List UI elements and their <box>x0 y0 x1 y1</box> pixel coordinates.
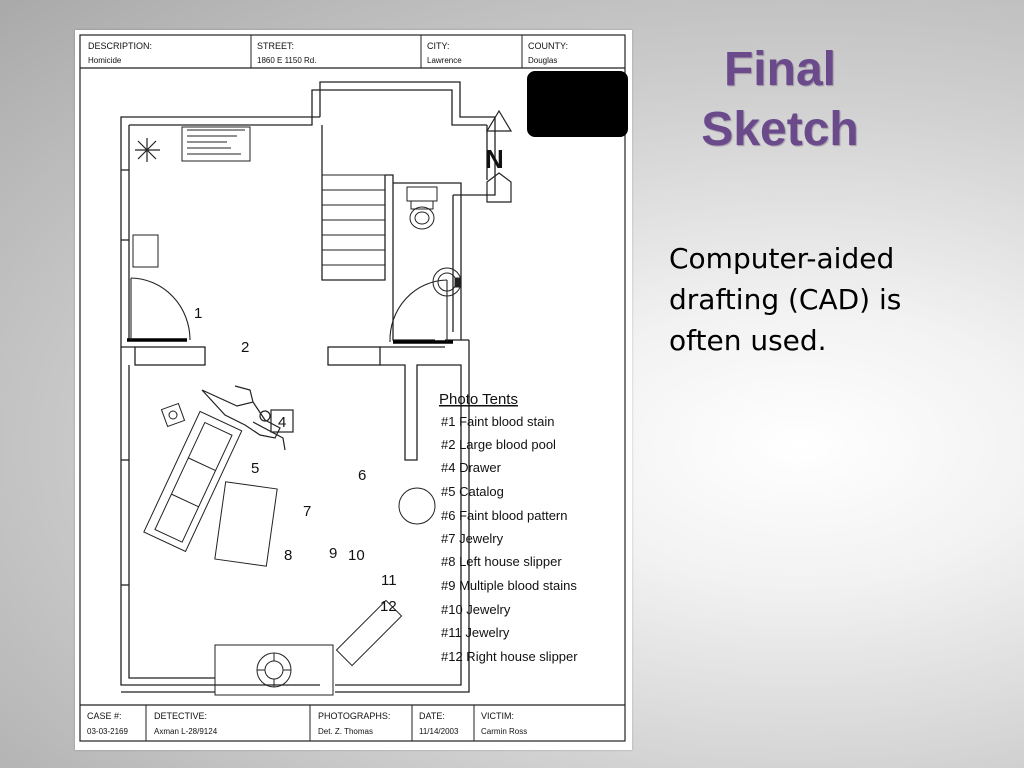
door-sills <box>127 338 453 344</box>
victim-label: VICTIM: <box>481 711 514 721</box>
marker-12: 12 <box>380 598 397 615</box>
legend-title: Photo Tents <box>439 391 518 408</box>
legend-item: #12 Right house slipper <box>441 649 578 664</box>
detective-value: Axman L-28/9124 <box>154 727 218 736</box>
detective-label: DETECTIVE: <box>154 711 207 721</box>
victim-outline <box>201 385 286 451</box>
legend-item: #8 Left house slipper <box>441 554 562 569</box>
slide-title: Final Sketch <box>640 40 920 160</box>
lower-room-furniture <box>143 402 436 696</box>
sheet-border <box>79 34 626 742</box>
legend-item: #10 Jewelry <box>441 602 511 617</box>
legend-item: #1 Faint blood stain <box>441 414 554 429</box>
victim-value: Carmin Ross <box>481 727 527 736</box>
county-value: Douglas <box>528 56 557 65</box>
stairs <box>322 174 385 266</box>
floor-plan-svg: DESCRIPTION: Homicide STREET: 1860 E 115… <box>79 34 626 742</box>
marker-6: 6 <box>358 467 366 484</box>
photo-tents-legend: Photo Tents #1 Faint blood stain #2 Larg… <box>439 391 578 664</box>
photo-tent-markers: 1 2 4 5 6 7 8 9 10 11 12 <box>194 305 397 615</box>
city-label: CITY: <box>427 41 450 51</box>
marker-4-box <box>270 409 294 433</box>
case-label: CASE #: <box>87 711 122 721</box>
marker-4: 4 <box>278 414 286 431</box>
legend-item: #2 Large blood pool <box>441 437 556 452</box>
photographs-label: PHOTOGRAPHS: <box>318 711 390 721</box>
marker-10: 10 <box>348 547 365 564</box>
crime-scene-sketch: DESCRIPTION: Homicide STREET: 1860 E 115… <box>75 30 632 750</box>
description-label: DESCRIPTION: <box>88 41 152 51</box>
slide-title-line: Final <box>723 43 836 96</box>
date-value: 11/14/2003 <box>419 727 459 736</box>
upper-room-fixtures <box>132 126 251 268</box>
marker-2: 2 <box>241 339 249 356</box>
legend-item: #5 Catalog <box>441 484 504 499</box>
marker-11: 11 <box>381 572 397 589</box>
header-block: DESCRIPTION: Homicide STREET: 1860 E 115… <box>80 35 625 69</box>
body-line: drafting (CAD) is <box>669 283 902 316</box>
footer-block: CASE #: 03-03-2169 DETECTIVE: Axman L-28… <box>80 704 625 741</box>
date-label: DATE: <box>419 711 445 721</box>
legend-item: #11 Jewelry <box>441 625 510 640</box>
slide-title-line: Sketch <box>701 103 859 156</box>
city-value: Lawrence <box>427 56 462 65</box>
photographs-value: Det. Z. Thomas <box>318 727 373 736</box>
case-value: 03-03-2169 <box>87 727 128 736</box>
street-value: 1860 E 1150 Rd. <box>257 56 316 65</box>
compass-north-label: N <box>485 144 504 174</box>
marker-8: 8 <box>284 547 292 564</box>
slide-body-text: Computer-aided drafting (CAD) is often u… <box>669 238 969 361</box>
description-value: Homicide <box>88 56 122 65</box>
marker-7: 7 <box>303 503 311 520</box>
street-label: STREET: <box>257 41 294 51</box>
legend-item: #7 Jewelry <box>441 531 504 546</box>
body-line: often used. <box>669 324 827 357</box>
legend-item: #9 Multiple blood stains <box>441 578 577 593</box>
doors <box>130 277 448 343</box>
compass-icon: N <box>485 109 513 203</box>
legend-item: #6 Faint blood pattern <box>441 508 567 523</box>
bathroom-fixtures <box>406 186 462 297</box>
redaction-box <box>527 71 628 137</box>
marker-9: 9 <box>329 545 337 562</box>
walls <box>120 81 496 693</box>
county-label: COUNTY: <box>528 41 568 51</box>
body-line: Computer-aided <box>669 242 895 275</box>
marker-5: 5 <box>251 460 259 477</box>
legend-item: #4 Drawer <box>441 460 502 475</box>
marker-1: 1 <box>194 305 202 322</box>
